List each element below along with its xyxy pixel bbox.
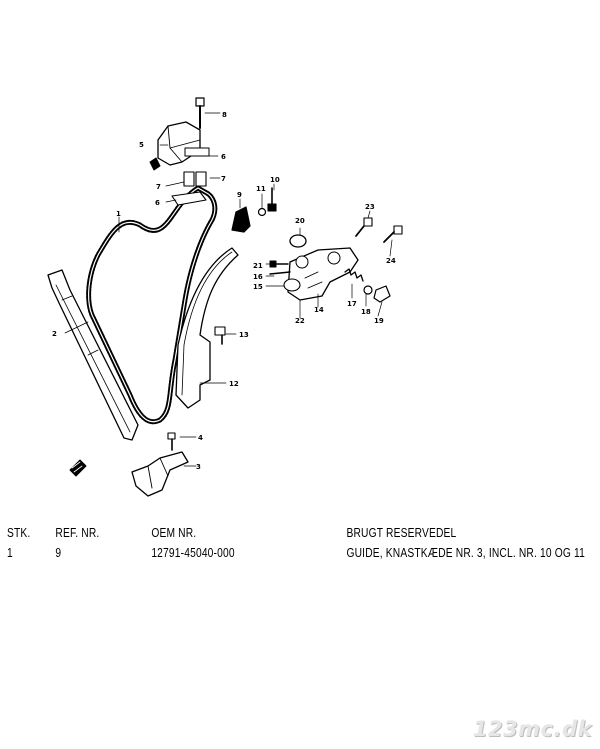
callout-23: 23 [365,203,375,211]
o-ring-20 [289,234,307,248]
cell-ref: 9 [55,546,62,560]
small-part [69,459,87,477]
spring-17 [344,268,364,282]
callout-12: 12 [229,380,239,388]
callout-7a: 7 [156,183,161,191]
header-desc: BRUGT RESERVEDEL [346,526,457,540]
cell-oem: 12791-45040-000 [151,546,235,560]
callout-21: 21 [253,262,263,270]
lower-chain-guide [131,451,189,497]
chain-tensioner-blade [175,247,239,409]
bolt-24 [383,225,403,243]
bolt-21 [269,260,289,268]
callout-labels: 1 2 3 4 5 6 6 7 7 8 9 10 11 12 13 14 15 … [52,111,396,471]
callout-18: 18 [361,308,371,316]
callout-11: 11 [256,185,266,193]
callout-19: 19 [374,317,384,325]
callout-3: 3 [196,463,201,471]
callout-22: 22 [295,317,305,325]
cam-chain [86,185,218,425]
leader-lines [64,112,393,467]
tensioner-body [283,247,359,301]
guide-9 [231,206,251,233]
watermark-logo: 123mc.dk [472,717,592,741]
bolt-4 [167,432,176,451]
exploded-parts-diagram: 1 2 3 4 5 6 6 7 7 8 9 10 11 12 13 14 15 … [47,97,403,497]
callout-20: 20 [295,217,305,225]
table-row: 1 9 12791-45040-000 GUIDE, KNASTKÆDE NR.… [7,546,597,566]
callout-4: 4 [198,434,203,442]
bolt-13 [214,326,226,345]
callout-13: 13 [239,331,249,339]
plate-6 [171,191,207,206]
callout-5: 5 [139,141,144,149]
bolt-8 [195,97,205,129]
callout-17: 17 [347,300,357,308]
callout-8: 8 [222,111,227,119]
callout-2: 2 [52,330,57,338]
callout-10: 10 [270,176,280,184]
header-qty: STK. [7,526,31,540]
callout-15: 15 [253,283,263,291]
cell-desc: GUIDE, KNASTKÆDE NR. 3, INCL. NR. 10 OG … [346,546,586,560]
chain-guide-rear [47,269,139,441]
callout-6b: 6 [155,199,160,207]
bolt-23 [355,217,373,237]
cell-qty: 1 [7,546,13,560]
washer-18 [363,285,373,295]
callout-9: 9 [237,191,242,199]
parts-table: STK. REF. NR. OEM NR. BRUGT RESERVEDEL 1… [7,526,597,566]
top-chain-guide [149,121,210,171]
callout-1: 1 [116,210,121,218]
bush-7 [183,171,207,187]
callout-14: 14 [314,306,324,314]
callout-7b: 7 [221,175,226,183]
cap-19 [373,285,391,303]
table-header-row: STK. REF. NR. OEM NR. BRUGT RESERVEDEL [7,526,597,546]
plunger-16 [269,271,291,275]
callout-6a: 6 [221,153,226,161]
callout-24: 24 [386,257,396,265]
callout-16: 16 [253,273,263,281]
bolt-10 [267,187,277,212]
washer-11 [257,207,267,217]
header-oem: OEM NR. [151,526,197,540]
header-ref: REF. NR. [55,526,100,540]
